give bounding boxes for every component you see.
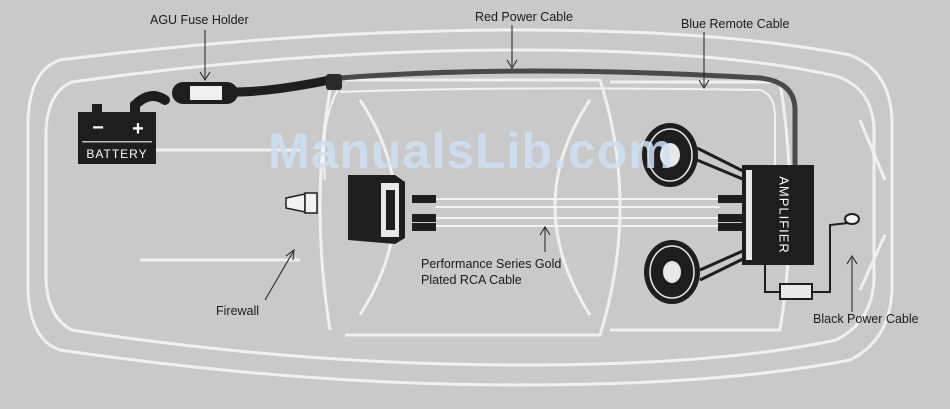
red-power-cable-label: Red Power Cable	[475, 10, 573, 24]
red-power-cable-thick	[235, 80, 330, 92]
amplifier-label: AMPLIFIER	[777, 176, 792, 254]
firewall-label: Firewall	[216, 304, 259, 318]
speaker-bottom	[644, 240, 700, 304]
battery-plus: +	[132, 118, 144, 140]
head-unit	[348, 175, 405, 244]
fuse-holder	[172, 82, 238, 104]
firewall-grommet	[286, 193, 317, 213]
watermark: ManualsLib.com	[268, 122, 674, 180]
blue-remote-cable-label: Blue Remote Cable	[681, 17, 789, 31]
cable-connector	[326, 74, 342, 90]
black-power-cable-label: Black Power Cable	[813, 312, 919, 326]
battery-minus: −	[92, 117, 104, 139]
fuse-holder-label: AGU Fuse Holder	[150, 13, 249, 27]
rca-cable	[412, 195, 742, 231]
battery-label: BATTERY	[86, 147, 147, 161]
rca-cable-label-line1: Performance Series Gold	[421, 257, 561, 271]
rca-cable-label-line2: Plated RCA Cable	[421, 273, 522, 287]
